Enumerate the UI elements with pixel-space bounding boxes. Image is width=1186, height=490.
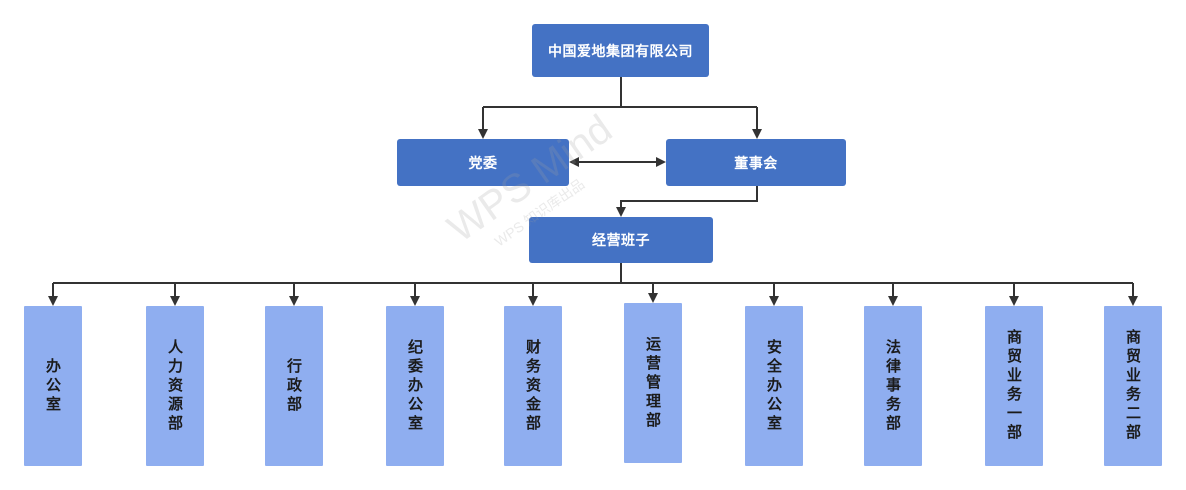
- dept-admin[interactable]: 行政部: [265, 306, 323, 466]
- dept-label: 行政部: [285, 357, 303, 415]
- node-root-label: 中国爱地集团有限公司: [548, 43, 693, 60]
- dept-label: 法律事务部: [884, 338, 902, 434]
- node-root[interactable]: 中国爱地集团有限公司: [532, 24, 709, 77]
- dept-label: 商贸业务一部: [1005, 329, 1023, 443]
- dept-label: 安全办公室: [765, 338, 783, 434]
- dept-finance[interactable]: 财务资金部: [504, 306, 562, 466]
- dept-trade-two[interactable]: 商贸业务二部: [1104, 306, 1162, 466]
- dept-label: 办公室: [44, 357, 62, 415]
- connector-to-management: [616, 186, 758, 217]
- dept-hr[interactable]: 人力资源部: [146, 306, 204, 466]
- node-board[interactable]: 董事会: [666, 139, 846, 186]
- node-board-label: 董事会: [734, 155, 778, 172]
- dept-label: 商贸业务二部: [1124, 329, 1142, 443]
- node-management-label: 经营班子: [592, 233, 650, 249]
- dept-label: 纪委办公室: [406, 338, 424, 434]
- dept-office[interactable]: 办公室: [24, 306, 82, 466]
- node-party-label: 党委: [468, 155, 498, 172]
- dept-safety-office[interactable]: 安全办公室: [745, 306, 803, 466]
- dept-trade-one[interactable]: 商贸业务一部: [985, 306, 1043, 466]
- dept-label: 财务资金部: [524, 338, 542, 434]
- dept-label: 运营管理部: [644, 335, 662, 431]
- node-party[interactable]: 党委: [397, 139, 569, 186]
- dept-legal[interactable]: 法律事务部: [864, 306, 922, 466]
- dept-label: 人力资源部: [166, 338, 184, 434]
- dept-operations[interactable]: 运营管理部: [624, 303, 682, 463]
- dept-discipline-office[interactable]: 纪委办公室: [386, 306, 444, 466]
- node-management[interactable]: 经营班子: [529, 217, 713, 263]
